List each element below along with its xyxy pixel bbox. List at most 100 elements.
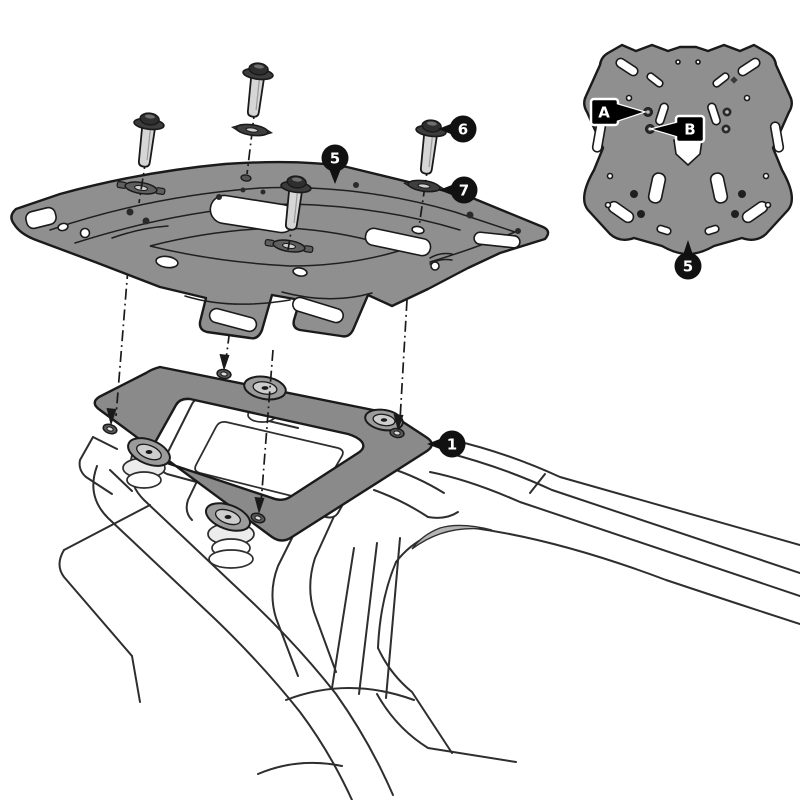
rack-dot: [466, 211, 474, 219]
callout-adapter: 1: [427, 430, 466, 458]
callout-number: 1: [447, 436, 457, 454]
bumper: [208, 549, 254, 569]
rack-hole: [430, 261, 440, 271]
frame-line: [185, 474, 201, 521]
detail-holes: [604, 59, 772, 218]
rack-dot: [216, 194, 222, 200]
axis-line: [418, 164, 429, 228]
detail-slot: [647, 172, 667, 204]
arrowhead: [254, 497, 265, 514]
frame-line: [58, 549, 133, 657]
frame-line: [451, 439, 800, 546]
detail-slot: [712, 72, 730, 88]
seat-edge-shade: [411, 524, 493, 550]
marker-a-label: A: [598, 104, 610, 122]
frame-line: [92, 436, 118, 450]
rack-dot: [142, 217, 150, 225]
rack-outline: [10, 160, 550, 340]
screw-item: [242, 62, 274, 118]
arrowhead: [219, 354, 230, 371]
adapter-bolt-holes: [102, 368, 405, 524]
bumper: [126, 471, 162, 489]
callout-number: 5: [330, 150, 340, 168]
luggage-rack-plate: [10, 160, 550, 340]
frame-line: [389, 467, 445, 494]
detail-slot: [656, 224, 672, 236]
frame-line: [63, 504, 151, 551]
rack-contour: [184, 295, 291, 305]
detail-slot: [646, 72, 664, 88]
marker-a-pointer-fill: [616, 104, 643, 121]
callout-screw: 6: [438, 115, 477, 143]
arrowhead: [393, 414, 404, 431]
rack-hole: [57, 222, 69, 232]
frame-line: [285, 687, 415, 701]
callout-bubble: [674, 252, 702, 280]
callout-bubble: [321, 144, 349, 172]
callout-number: 7: [459, 182, 469, 200]
rack-slot: [364, 227, 432, 257]
callout-rack-detail: 5: [674, 240, 702, 280]
callout-number: 5: [683, 258, 693, 276]
adapter-boss-bottom: [205, 502, 251, 532]
frame-line: [131, 655, 141, 703]
detail-slot: [704, 224, 720, 236]
rack-dot: [260, 189, 266, 195]
washer-item: [230, 123, 274, 137]
frame-line: [109, 469, 133, 492]
rack-slot: [473, 231, 521, 249]
detail-slot: [615, 57, 639, 77]
frame-line: [376, 693, 517, 763]
rack-slot: [208, 307, 258, 333]
frame-line: [377, 561, 397, 649]
detail-slot: [709, 172, 729, 204]
axis-line: [115, 267, 129, 417]
marker-b-pointer-fill: [653, 122, 680, 137]
rack-dot: [515, 228, 521, 234]
arrowhead: [106, 408, 117, 426]
frame-line: [385, 537, 401, 699]
callout-luggage-rack: 5: [321, 144, 349, 184]
adapter-boss-top: [243, 375, 287, 401]
frame-line: [78, 436, 113, 495]
frame-line: [429, 471, 800, 597]
frame-line: [358, 542, 378, 695]
adapter-boss-left: [127, 437, 171, 467]
rack-hole: [79, 227, 91, 239]
rack-hole: [240, 174, 252, 182]
marker-b: B: [648, 114, 706, 144]
marker-a: A: [589, 97, 648, 127]
motorcycle-rear-frame: [58, 436, 800, 800]
detail-view: A B 5: [582, 43, 794, 280]
detail-slot: [707, 102, 721, 126]
screw-item: [280, 175, 312, 231]
adapter-boss-right: [364, 408, 404, 432]
rack-contour: [281, 291, 373, 300]
callout-bubble: [438, 430, 466, 458]
axis-line: [260, 349, 274, 504]
rack-contour: [111, 225, 169, 239]
axis-line: [399, 299, 408, 421]
rack-dot: [240, 187, 246, 193]
callout-bubble: [449, 115, 477, 143]
rack-hole: [411, 225, 425, 235]
frame-line: [443, 451, 800, 574]
rack-slot: [155, 255, 179, 269]
detail-slot: [737, 57, 761, 77]
marker-b-label: B: [684, 121, 695, 139]
frame-line: [331, 547, 355, 689]
frame-line: [427, 511, 459, 519]
callout-washer: 7: [439, 176, 478, 204]
frame-line: [529, 473, 546, 494]
frame-line: [377, 647, 453, 754]
frame-line: [257, 761, 343, 775]
rack-dot: [126, 208, 134, 216]
frame-line: [92, 465, 353, 800]
frame-line: [373, 489, 429, 518]
rack-dot: [353, 182, 359, 188]
frame-line: [271, 521, 301, 677]
rack-hole: [292, 267, 308, 277]
rack-slot: [25, 206, 57, 230]
